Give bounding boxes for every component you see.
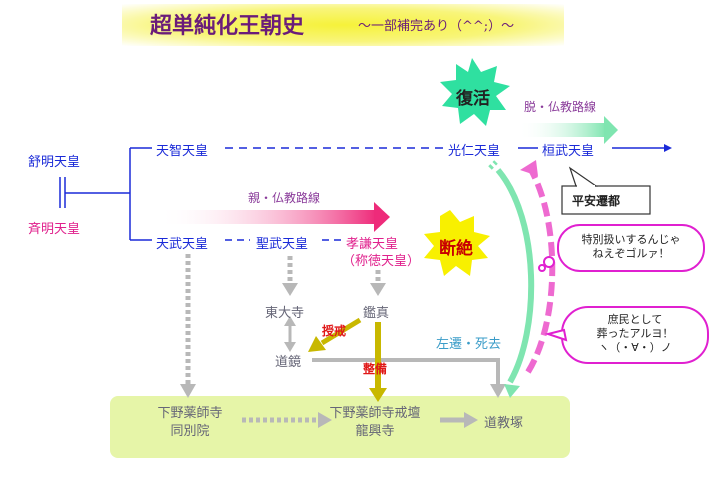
tokubetsu-line1: 特別扱いするんじゃ: [581, 233, 681, 246]
label-jukai: 授戒: [322, 324, 347, 338]
tokubetsu-bubble: [557, 224, 705, 272]
label-seibi: 整備: [363, 362, 388, 376]
page-title: 超単純化王朝史: [150, 13, 305, 39]
node-shimotsuke-kaidan: 下野薬師寺戒壇 龍興寺: [320, 405, 430, 441]
node-kanmu: 桓武天皇: [542, 144, 595, 159]
olive-arrows: [308, 317, 387, 402]
heian-sento-callout: [561, 166, 651, 215]
continue-arrowhead: [664, 144, 672, 152]
node-saimei: 斉明天皇: [28, 222, 81, 237]
bottom-band: [110, 396, 570, 458]
return-green-arrowhead: [504, 384, 520, 398]
pink-curved-arrow: [525, 166, 556, 374]
title-highlight: [122, 4, 564, 46]
node-ganjin: 鑑真: [363, 306, 390, 321]
label-danzetsu: 断絶: [439, 239, 473, 259]
page-subtitle: 〜一部補完あり（^^;）〜: [358, 19, 515, 34]
return-green-arrow: [495, 168, 535, 384]
node-shimotsuke-kaidan-line2: 龍興寺: [355, 424, 395, 439]
label-datsu-bukkyo: 脱・仏教路線: [524, 100, 597, 114]
shin-bukkyo-arrow: [158, 202, 390, 232]
shomin-line1: 庶民として: [607, 313, 663, 326]
node-shimotsuke-betsuin: 下野薬師寺 同別院: [150, 405, 230, 441]
node-shomu: 聖武天皇: [256, 237, 309, 252]
label-heian-sento: 平安遷都: [572, 194, 621, 208]
fukkatsu-burst: [440, 58, 510, 126]
danzetsu-burst: [424, 210, 490, 276]
node-dokyozuka: 道教塚: [484, 416, 524, 431]
node-shimotsuke-betsuin-line1: 下野薬師寺: [157, 406, 223, 421]
label-fukkatsu: 復活: [456, 89, 490, 109]
node-tenmu: 天武天皇: [156, 237, 209, 252]
node-jomei: 舒明天皇: [28, 155, 81, 170]
node-koken: 孝謙天皇: [346, 237, 399, 252]
shomin-bubble-text: 庶民として 葬ったアルヨ！ ヽ（・∀・）ノ: [570, 313, 700, 355]
shomin-line2: 葬ったアルヨ！: [596, 327, 674, 340]
label-sasen-shikyo: 左遷・死去: [436, 337, 502, 352]
node-dokyo: 道鏡: [275, 355, 302, 370]
tokubetsu-line2: ねえぞゴルァ！: [592, 247, 670, 260]
label-shin-bukkyo: 親・仏教路線: [248, 191, 321, 205]
node-shimotsuke-kaidan-line1: 下野薬師寺戒壇: [329, 406, 421, 421]
datsu-bukkyo-arrow: [518, 116, 618, 144]
tokubetsu-bubble-text: 特別扱いするんじゃ ねえぞゴルァ！: [566, 233, 696, 261]
genealogy-lines: [59, 144, 672, 241]
shomin-line3: ヽ（・∀・）ノ: [598, 341, 672, 354]
node-tenji: 天智天皇: [156, 144, 209, 159]
node-shimotsuke-betsuin-line2: 同別院: [170, 424, 210, 439]
node-konin: 光仁天皇: [448, 144, 501, 159]
node-shotoku: （称徳天皇）: [342, 254, 421, 269]
node-todaiji: 東大寺: [265, 306, 305, 321]
gray-arrows: [180, 254, 506, 428]
